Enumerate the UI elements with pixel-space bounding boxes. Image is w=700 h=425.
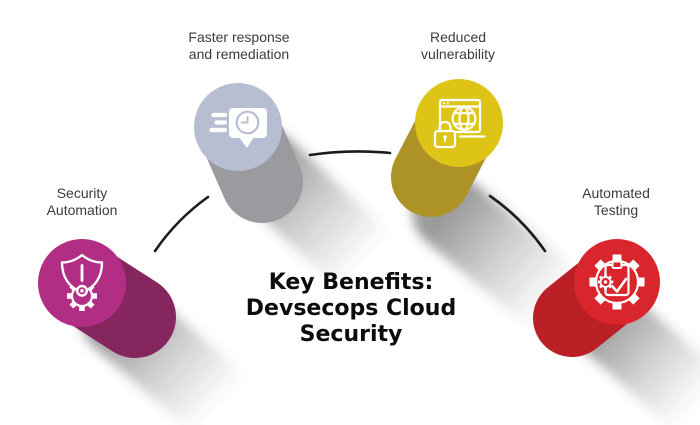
title-line: Security [299, 322, 403, 347]
label-automated-testing: Automated Testing [582, 185, 650, 219]
connector-arcs [153, 150, 547, 253]
label-security-automation: Security Automation [47, 185, 118, 219]
connector-arc-right [488, 194, 547, 253]
connector-arc-left [153, 195, 210, 253]
label-reduced-vulnerability: Reduced vulnerability [421, 29, 495, 63]
label-line: Security [56, 185, 108, 201]
label-line: Reduced [429, 29, 487, 45]
label-line: vulnerability [421, 46, 495, 62]
label-line: Faster response [188, 29, 290, 45]
shadow-reduced-vulnerability [412, 174, 593, 338]
label-line: Automation [46, 202, 118, 218]
shield-alert-gear-icon [60, 253, 104, 311]
laptop-globe-lock-icon [433, 98, 486, 149]
title-line: Devsecops Cloud [245, 296, 457, 321]
title-line: Key Benefits: [268, 270, 434, 295]
cylinder-automated-testing [533, 239, 660, 357]
connector-arc-top [308, 150, 392, 157]
cylinder-reduced-vulnerability [391, 79, 503, 217]
cylinder-security-automation [38, 239, 176, 358]
label-line: Automated [582, 185, 650, 201]
infographic-title: Key Benefits: Devsecops Cloud Security [246, 270, 456, 348]
shadow-automated-testing [568, 283, 700, 425]
label-line: Testing [593, 202, 639, 218]
label-faster-response: Faster response and remediation [188, 29, 289, 63]
chat-clock-icon [209, 108, 267, 148]
cylinder-faster-response [194, 83, 303, 223]
label-line: and remediation [188, 46, 290, 62]
gear-clipboard-check-icon [589, 254, 645, 310]
